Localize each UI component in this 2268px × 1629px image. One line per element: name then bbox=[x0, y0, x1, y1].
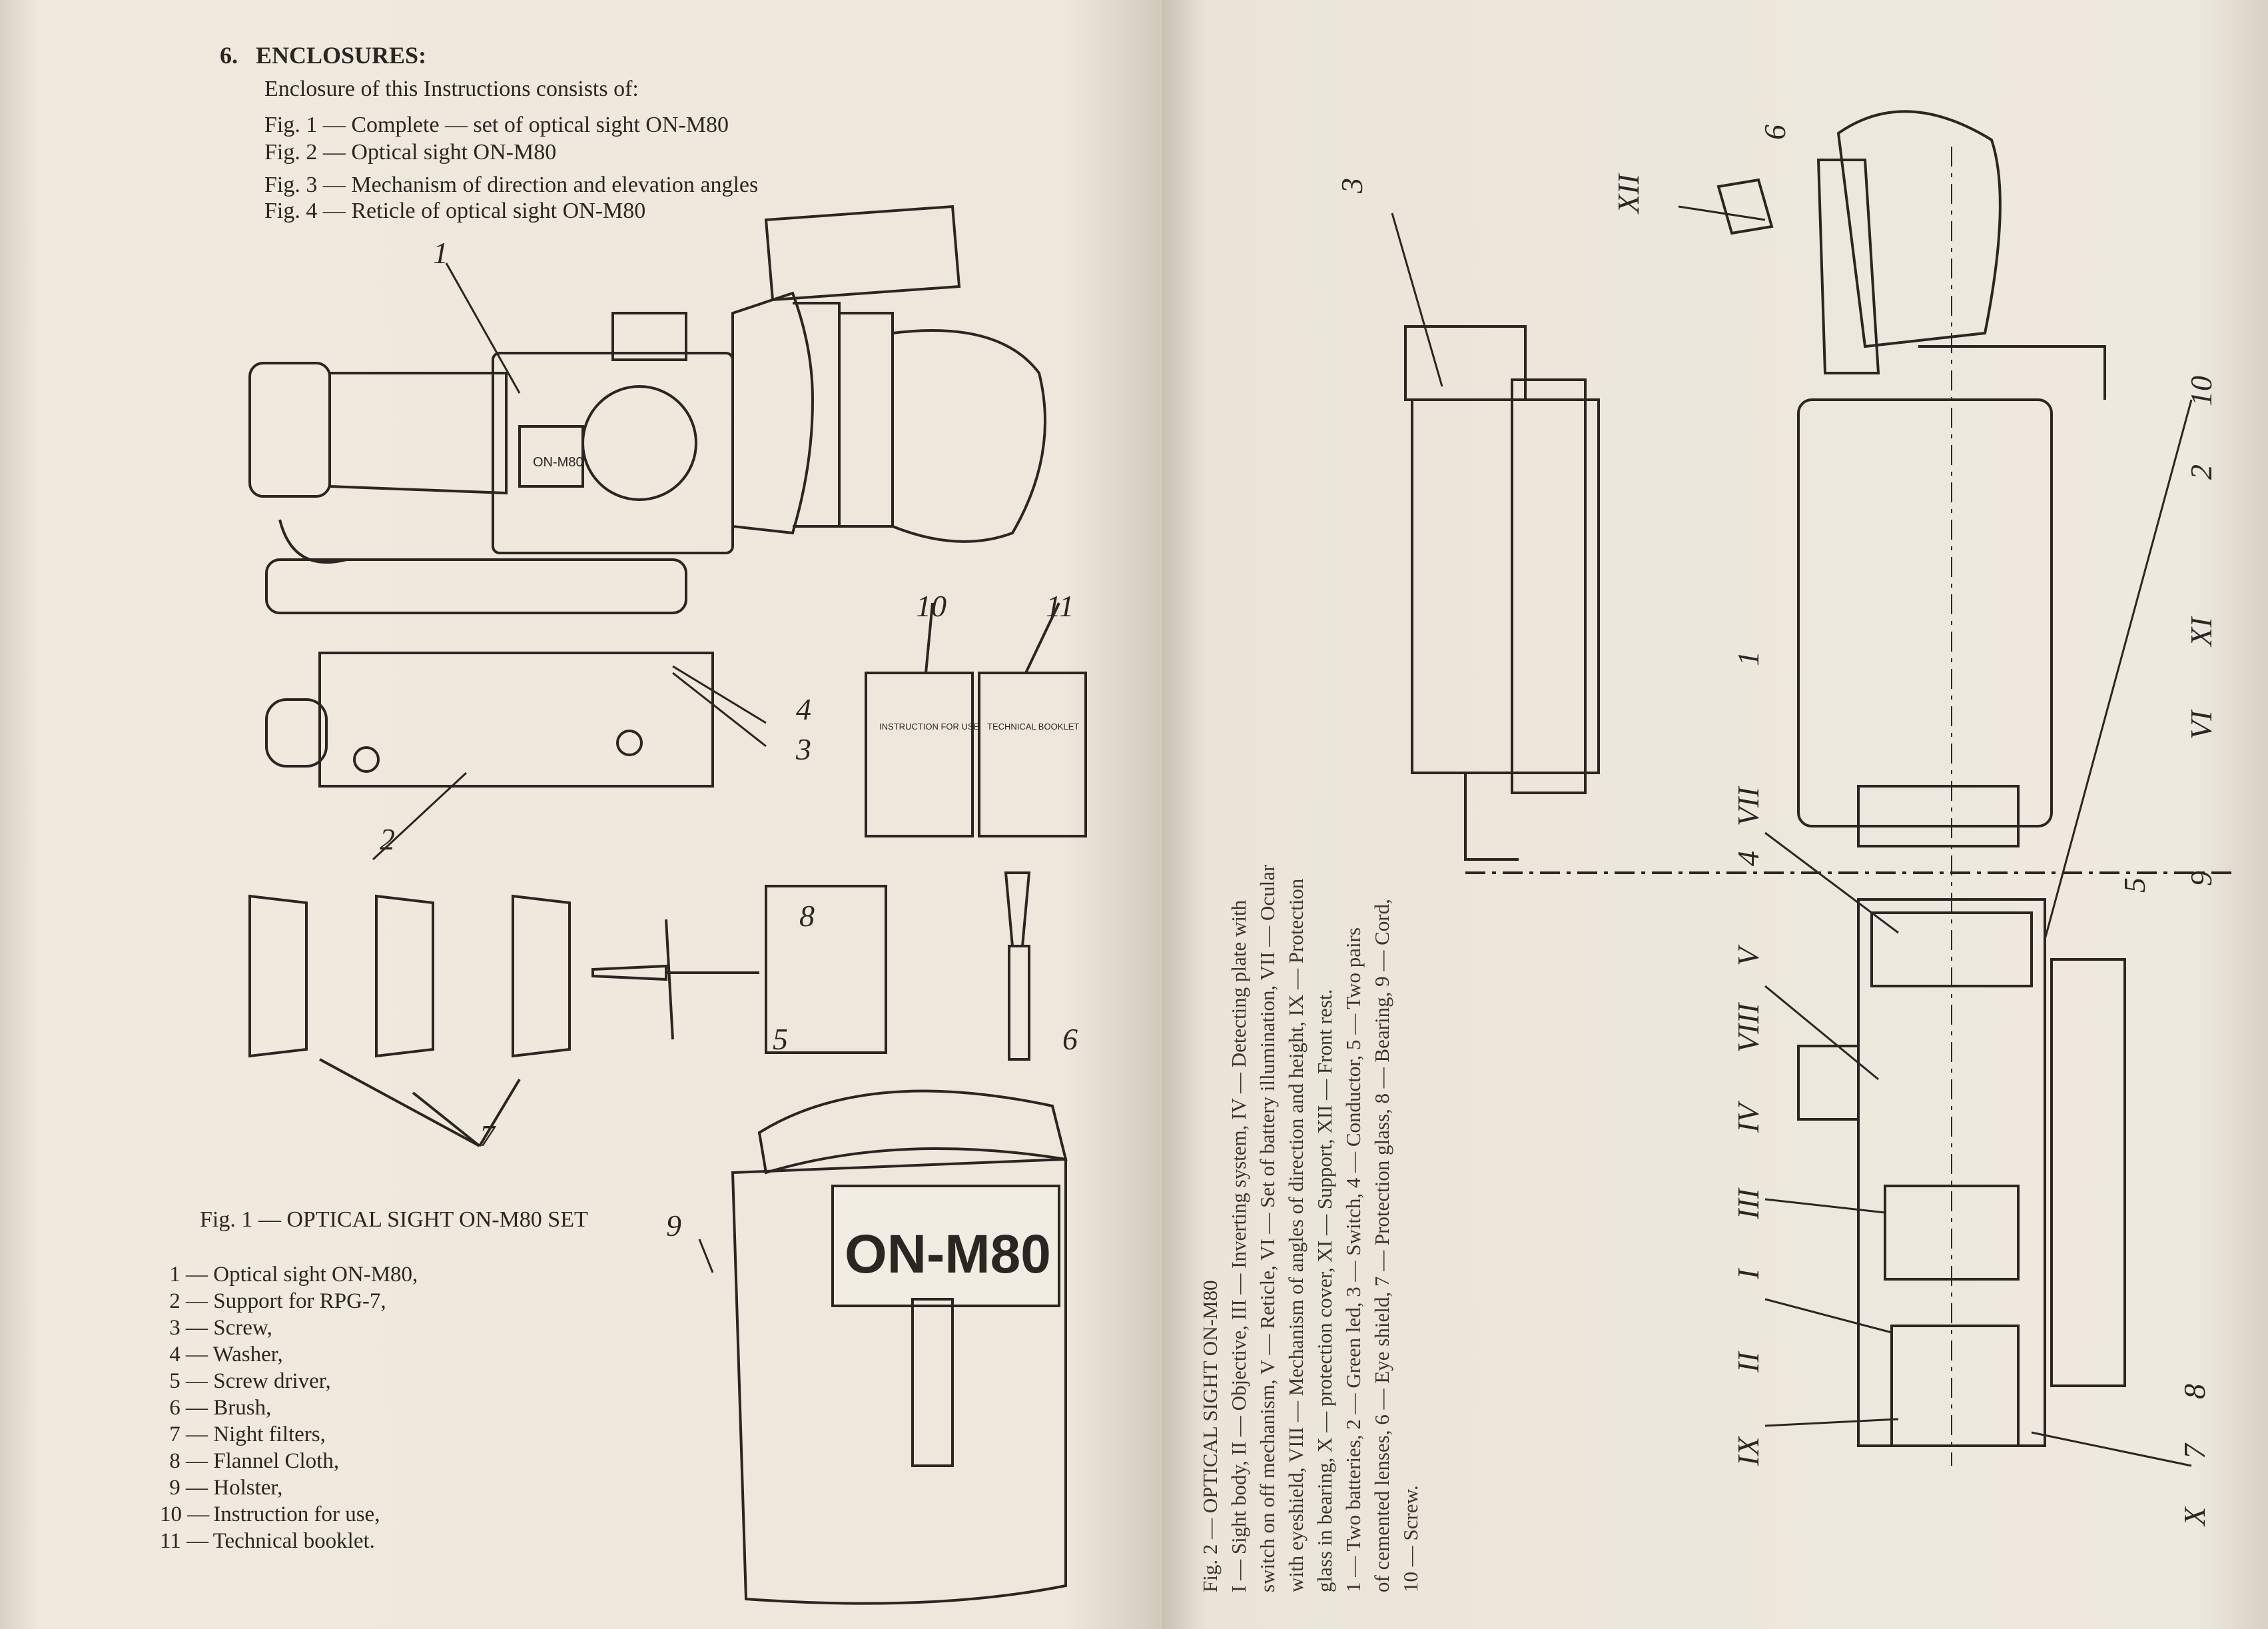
legend-item: 8 — Flannel Cloth, bbox=[169, 1449, 340, 1473]
flannel-cloth-drawing bbox=[765, 885, 887, 1054]
callout-7: 7 bbox=[480, 1119, 496, 1153]
caption-line: I — Sight body, II — Objective, III — In… bbox=[1227, 899, 1250, 1592]
holster-drawing bbox=[731, 1089, 1068, 1605]
caption-line: glass in bearing, X — protection cover, … bbox=[1313, 989, 1336, 1592]
callout-V: V bbox=[1731, 944, 1765, 966]
callout-3: 3 bbox=[795, 732, 811, 766]
callout-X: X bbox=[2177, 1506, 2211, 1527]
callout-XII: XII bbox=[1611, 173, 1645, 215]
legend-item: 6 — Brush, bbox=[169, 1396, 272, 1420]
booklets-drawing bbox=[865, 602, 1087, 837]
callout-VII: VII bbox=[1731, 786, 1765, 826]
legend-item: 5 — Screw driver, bbox=[169, 1369, 331, 1393]
callout-II: II bbox=[1731, 1351, 1765, 1373]
figure-list-item: Fig. 2 — Optical sight ON-M80 bbox=[264, 140, 557, 165]
booklet-technical-label: TECHNICAL BOOKLET bbox=[987, 722, 1079, 732]
callout-1: 1 bbox=[1731, 651, 1765, 666]
callout-leaders-right bbox=[1391, 205, 2193, 1467]
intro-text: Enclosure of this Instructions consists … bbox=[264, 77, 639, 101]
callout-4: 4 bbox=[1731, 851, 1765, 866]
sight-cross-section-drawing bbox=[1465, 147, 2238, 1466]
callout-3: 3 bbox=[1335, 178, 1369, 194]
holster-label: ON-M80 bbox=[845, 1224, 1051, 1285]
legend-item: 7 — Night filters, bbox=[169, 1422, 326, 1446]
callout-7: 7 bbox=[2177, 1442, 2211, 1459]
callout-4: 4 bbox=[796, 692, 811, 726]
callout-10: 10 bbox=[916, 589, 946, 623]
sight-side-view-drawing bbox=[1404, 110, 2106, 861]
callout-2: 2 bbox=[2184, 464, 2218, 480]
fig2-caption-title: Fig. 2 — OPTICAL SIGHT ON-M80 bbox=[1198, 1280, 1222, 1592]
callout-10: 10 bbox=[2184, 376, 2218, 406]
caption-line: switch on off mechanism, V — Reticle, VI… bbox=[1256, 864, 1279, 1592]
legend-item: 11 — Technical booklet. bbox=[160, 1529, 375, 1553]
callout-9: 9 bbox=[2184, 871, 2218, 886]
figure-list-item: Fig. 1 — Complete — set of optical sight… bbox=[264, 113, 729, 137]
callout-9: 9 bbox=[666, 1209, 681, 1243]
legend-item: 9 — Holster, bbox=[169, 1476, 283, 1500]
legend-item: 1 — Optical sight ON-M80, bbox=[169, 1263, 418, 1287]
section-heading: 6. ENCLOSURES: bbox=[220, 42, 427, 69]
callout-6: 6 bbox=[1758, 125, 1792, 140]
callout-5: 5 bbox=[773, 1022, 788, 1056]
legend-item: 10 — Instruction for use, bbox=[160, 1502, 380, 1526]
figure-list-item: Fig. 4 — Reticle of optical sight ON-M80 bbox=[264, 199, 646, 223]
caption-line: 1 — Two batteries, 2 — Green led, 3 — Sw… bbox=[1341, 927, 1365, 1592]
brush-drawing bbox=[1004, 871, 1031, 1061]
figure-list-item: Fig. 3 — Mechanism of direction and elev… bbox=[264, 173, 759, 197]
callout-III: III bbox=[1731, 1187, 1765, 1220]
callout-I: I bbox=[1731, 1267, 1765, 1280]
callout-11: 11 bbox=[1046, 589, 1074, 623]
fig1-caption: Fig. 1 — OPTICAL SIGHT ON-M80 SET bbox=[200, 1207, 588, 1232]
callout-VIII: VIII bbox=[1731, 1001, 1765, 1053]
caption-line: of cemented lenses, 6 — Eye shield, 7 — … bbox=[1370, 899, 1393, 1592]
callout-8: 8 bbox=[2177, 1384, 2211, 1399]
callout-1: 1 bbox=[433, 236, 448, 270]
callout-leaders bbox=[372, 263, 767, 1273]
callout-VI: VI bbox=[2184, 709, 2218, 740]
fig2-caption: Fig. 2 — OPTICAL SIGHT ON-M80 I — Sight … bbox=[1196, 620, 1425, 1592]
optical-sight-drawing bbox=[248, 205, 1046, 788]
caption-line: 10 — Screw. bbox=[1399, 1485, 1422, 1592]
callout-XI: XI bbox=[2184, 616, 2218, 648]
legend-item: 3 — Screw, bbox=[169, 1316, 272, 1340]
callout-6: 6 bbox=[1062, 1022, 1078, 1056]
screwdriver-drawing bbox=[591, 919, 759, 1040]
right-page bbox=[1162, 0, 2268, 1629]
night-filters-drawing bbox=[248, 894, 571, 1147]
booklet-instruction-label: INSTRUCTION FOR USE bbox=[879, 722, 980, 732]
sight-label: ON-M80 bbox=[533, 455, 583, 470]
callout-IX: IX bbox=[1731, 1436, 1765, 1466]
legend-item: 2 — Support for RPG-7, bbox=[169, 1289, 386, 1313]
legend-item: 4 — Washer, bbox=[169, 1343, 283, 1366]
callout-8: 8 bbox=[799, 899, 815, 933]
caption-line: with eyeshield, VIII — Mechanism of angl… bbox=[1284, 878, 1308, 1592]
callout-IV: IV bbox=[1731, 1101, 1765, 1133]
callout-5: 5 bbox=[2117, 877, 2151, 893]
callout-2: 2 bbox=[380, 822, 395, 856]
left-page bbox=[0, 0, 1162, 1629]
